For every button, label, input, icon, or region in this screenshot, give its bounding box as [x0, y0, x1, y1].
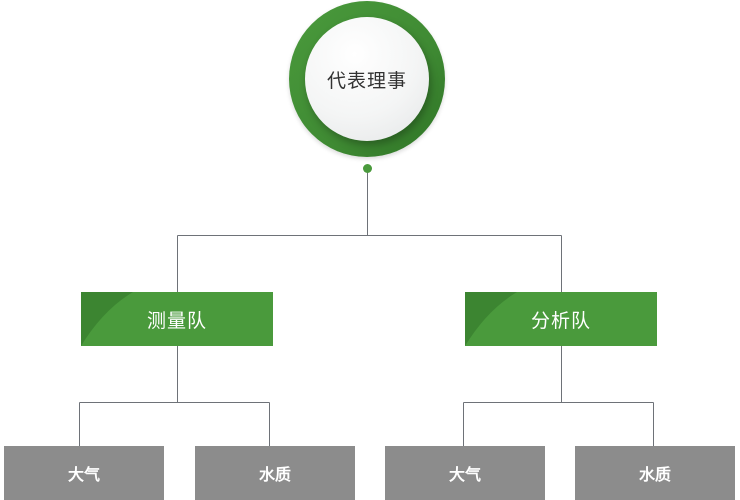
team-node-survey: 测量队 [81, 292, 273, 346]
root-label: 代表理事 [326, 69, 407, 92]
root-node: 代表理事 [289, 1, 445, 157]
team-label: 测量队 [146, 309, 207, 332]
leaf-node: 大气 [385, 446, 545, 500]
team-node-analysis: 分析队 [465, 292, 657, 346]
leaf-node: 水质 [575, 446, 735, 500]
root-node-inner: 代表理事 [305, 17, 429, 141]
root-connector-dot [363, 164, 372, 173]
team-corner-accent [81, 292, 133, 346]
team-label: 分析队 [530, 309, 591, 332]
team-corner-accent [465, 292, 517, 346]
leaf-node: 水质 [195, 446, 355, 500]
leaf-label: 大气 [67, 465, 100, 484]
leaf-label: 大气 [448, 465, 481, 484]
leaf-node: 大气 [4, 446, 164, 500]
leaf-label: 水质 [258, 465, 291, 484]
leaf-label: 水质 [638, 465, 671, 484]
